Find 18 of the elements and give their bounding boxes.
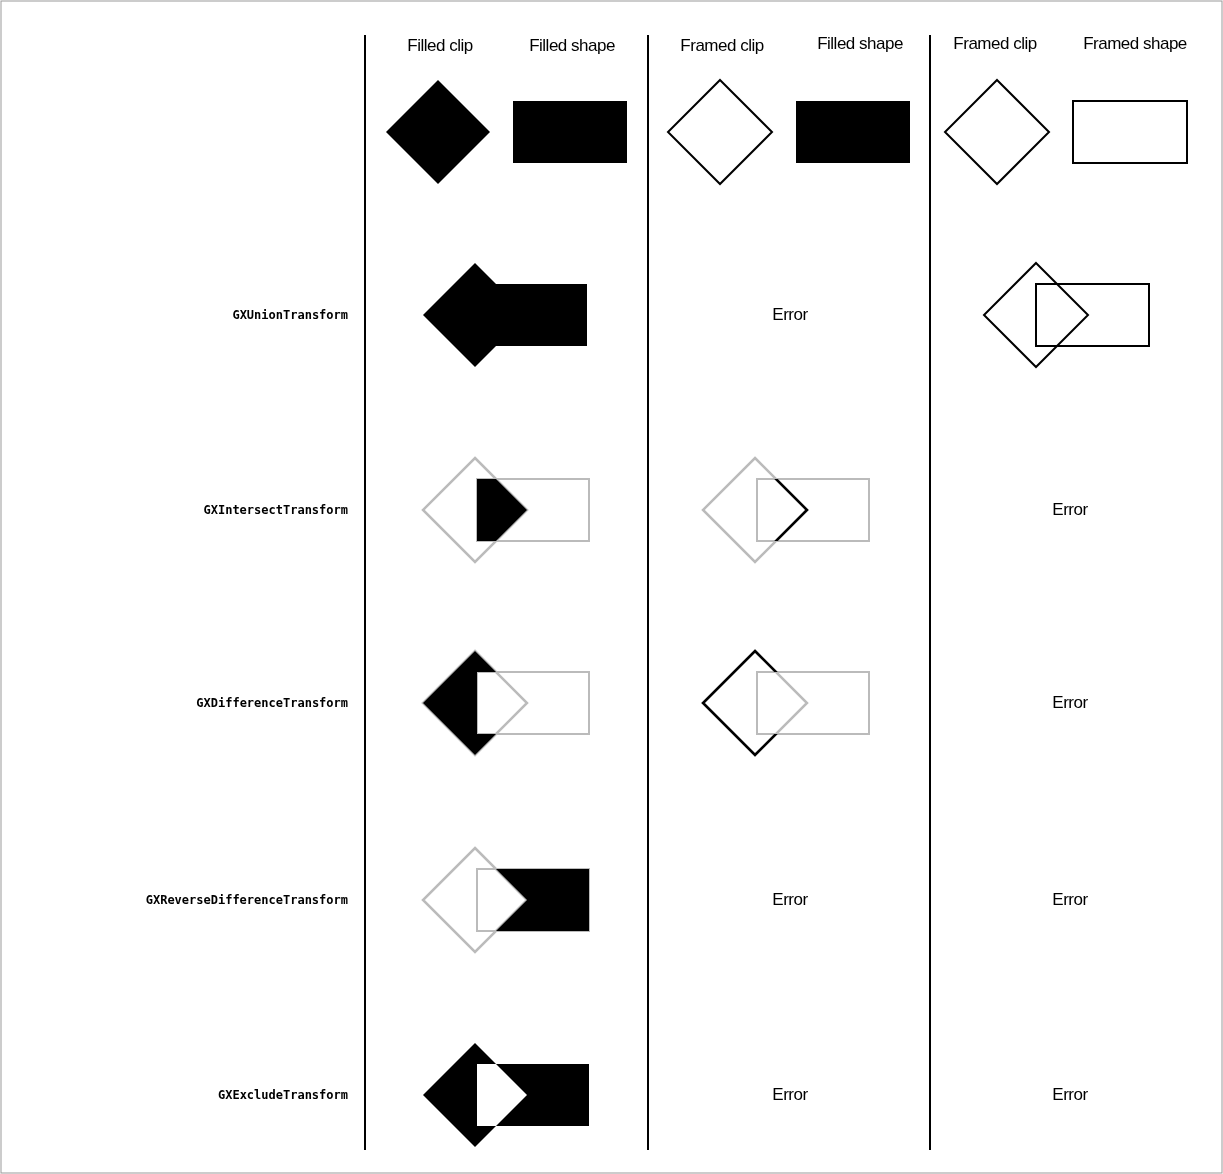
column-header: Framed clip bbox=[953, 34, 1037, 54]
column-header: Framed clip bbox=[680, 36, 764, 56]
error-text: Error bbox=[1052, 1085, 1088, 1105]
column-header: Filled shape bbox=[817, 34, 903, 54]
row-label: GXIntersectTransform bbox=[203, 503, 348, 517]
row-label: GXDifferenceTransform bbox=[196, 696, 348, 710]
column-header: Framed shape bbox=[1083, 34, 1187, 54]
error-text: Error bbox=[1052, 500, 1088, 520]
row-label: GXExcludeTransform bbox=[217, 1088, 348, 1102]
error-text: Error bbox=[772, 1085, 808, 1105]
error-text: Error bbox=[1052, 890, 1088, 910]
column-header: Filled clip bbox=[407, 36, 473, 56]
row-label: GXReverseDifferenceTransform bbox=[145, 893, 348, 907]
error-text: Error bbox=[1052, 693, 1088, 713]
error-text: Error bbox=[772, 305, 808, 325]
row-label: GXUnionTransform bbox=[232, 308, 348, 322]
column-header: Filled shape bbox=[529, 36, 615, 56]
error-text: Error bbox=[772, 890, 808, 910]
